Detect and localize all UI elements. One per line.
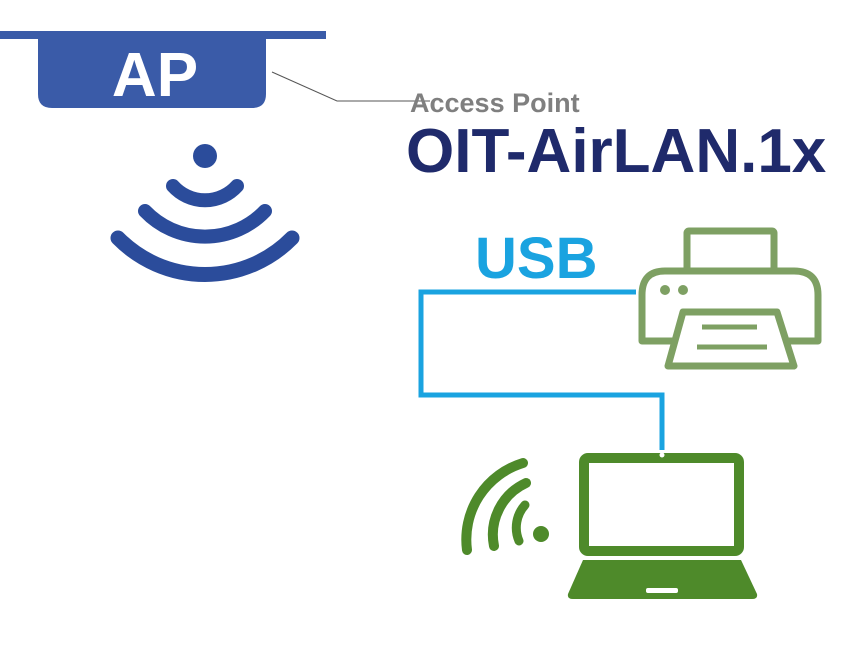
laptop-base bbox=[567, 560, 758, 599]
wifi-arc-large bbox=[110, 230, 300, 282]
printer-output-page bbox=[664, 308, 798, 370]
wifi-dot bbox=[193, 144, 217, 168]
wifi-signal-icon bbox=[110, 144, 300, 282]
wifi-arc-medium bbox=[487, 478, 531, 551]
usb-cable bbox=[418, 289, 665, 450]
ceiling-bar bbox=[0, 31, 326, 39]
wifi-arc-medium bbox=[138, 204, 272, 244]
ap-badge-label: AP bbox=[112, 41, 198, 110]
access-point-caption: Access Point bbox=[410, 88, 580, 118]
ssid-label: OIT-AirLAN.1x bbox=[406, 117, 827, 186]
wifi-arc-small bbox=[511, 500, 530, 546]
wifi-signal-icon bbox=[461, 458, 549, 555]
wifi-arc-large bbox=[461, 458, 528, 555]
wifi-dot bbox=[533, 526, 549, 542]
laptop-icon bbox=[567, 452, 758, 599]
printer-body bbox=[638, 267, 822, 345]
printer-icon bbox=[638, 227, 822, 370]
printer-paper-tray bbox=[683, 227, 778, 275]
access-point-device: AP bbox=[0, 31, 326, 110]
usb-label: USB bbox=[475, 226, 597, 291]
ap-badge bbox=[38, 39, 266, 108]
printer-light-2 bbox=[678, 285, 688, 295]
laptop-touchpad bbox=[646, 588, 678, 593]
laptop-screen bbox=[579, 453, 744, 556]
callout-line bbox=[271, 71, 430, 102]
wifi-arc-small bbox=[166, 179, 244, 208]
printer-light-1 bbox=[660, 285, 670, 295]
laptop-camera bbox=[659, 452, 665, 458]
